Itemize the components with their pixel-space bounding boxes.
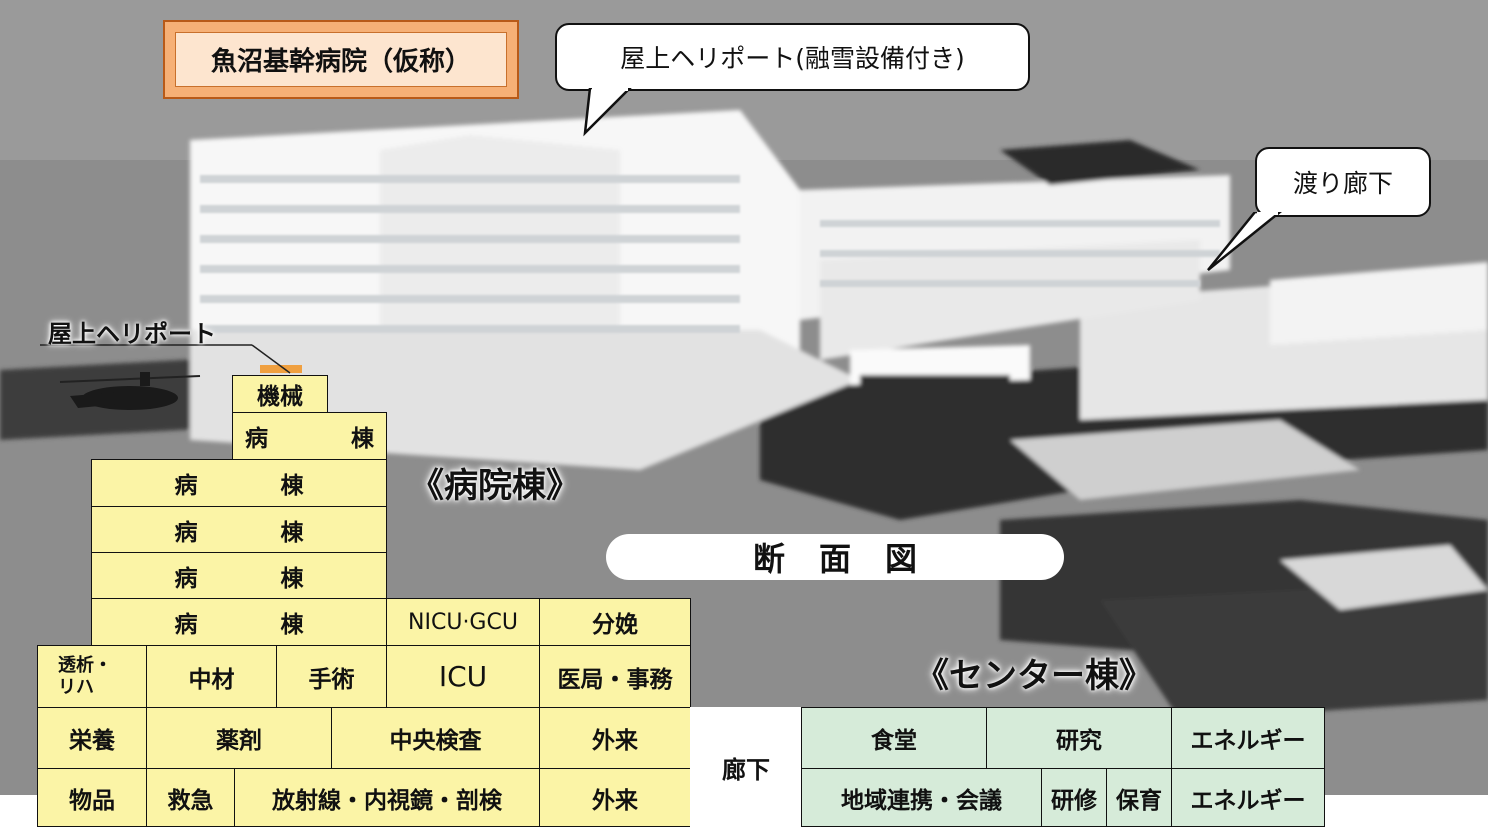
callout-pointer xyxy=(1207,212,1282,271)
training: 研修 xyxy=(1041,768,1107,827)
pharmacy: 薬剤 xyxy=(146,707,332,769)
central-laboratory: 中央検査 xyxy=(331,707,540,769)
title-box: 魚沼基幹病院（仮称） xyxy=(163,20,519,99)
energy-lower: エネルギー xyxy=(1171,768,1325,827)
center-wing-label: 《センター棟》 xyxy=(915,656,1153,696)
machine-room: 機械 xyxy=(232,375,328,413)
icu: ICU xyxy=(386,645,540,708)
ward-floor: 病 棟 xyxy=(91,459,387,507)
corridor: 廊下 xyxy=(690,707,802,827)
medical-office: 医局・事務 xyxy=(539,645,691,708)
surgery: 手術 xyxy=(276,645,387,708)
sterile-supply: 中材 xyxy=(146,645,277,708)
outpatient-lower: 外来 xyxy=(539,768,691,827)
callout-pointer xyxy=(583,88,632,137)
heliport-label: 屋上ヘリポート xyxy=(48,320,216,348)
emergency: 救急 xyxy=(146,768,235,827)
dialysis-rehab: 透析・ リハ xyxy=(37,645,147,708)
ward-floor: 病 棟 xyxy=(91,506,387,553)
page-title: 魚沼基幹病院（仮称） xyxy=(175,32,507,87)
callout-rooftop-heliport: 屋上ヘリポート(融雪設備付き) xyxy=(555,23,1030,91)
community-conference: 地域連携・会議 xyxy=(801,768,1042,827)
energy-upper: エネルギー xyxy=(1171,707,1325,769)
ward-floor: 病 棟 xyxy=(91,552,387,599)
callout-corridor-bridge: 渡り廊下 xyxy=(1255,147,1431,217)
research: 研究 xyxy=(986,707,1172,769)
goods: 物品 xyxy=(37,768,147,827)
helicopter-icon xyxy=(59,372,201,410)
nicu-gcu: NICU·GCU xyxy=(386,598,540,646)
cafeteria: 食堂 xyxy=(801,707,987,769)
ward-floor: 病 棟 xyxy=(91,598,387,646)
radiology-endoscopy-autopsy: 放射線・内視鏡・剖検 xyxy=(234,768,540,827)
childcare: 保育 xyxy=(1106,768,1172,827)
ward-top: 病 棟 xyxy=(232,412,387,460)
outpatient-upper: 外来 xyxy=(539,707,691,769)
cross-section-label: 断面図 xyxy=(606,534,1064,580)
hospital-wing-label: 《病院棟》 xyxy=(410,466,580,506)
delivery: 分娩 xyxy=(539,598,691,646)
nutrition: 栄養 xyxy=(37,707,147,769)
